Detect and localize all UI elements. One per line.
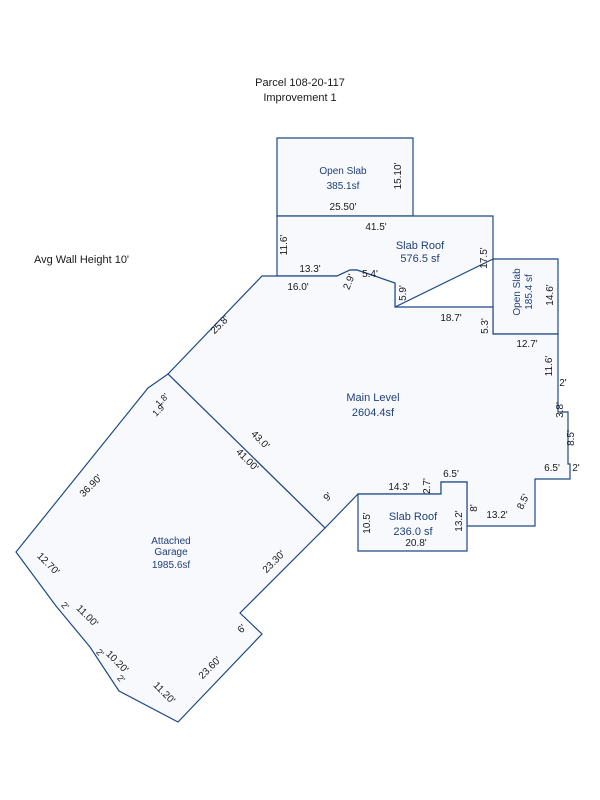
dim-label: 13.3' bbox=[299, 264, 320, 275]
dim-label: 8' bbox=[469, 504, 480, 512]
slab-roof-top-name: Slab Roof bbox=[396, 240, 445, 252]
slab-roof-top-size: 576.5 sf bbox=[400, 253, 440, 265]
dim-label: 15.10' bbox=[393, 162, 404, 189]
main-level-size: 2604.4sf bbox=[352, 407, 395, 419]
dim-label: 3.8' bbox=[555, 402, 566, 418]
dim-label: 2.7' bbox=[422, 478, 433, 494]
garage-shape bbox=[15, 373, 326, 723]
garage-size: 1985.6sf bbox=[152, 560, 191, 571]
dim-label: 25.50' bbox=[330, 202, 357, 213]
dim-label: 11.6' bbox=[279, 235, 290, 256]
open-slab-top-name: Open Slab bbox=[319, 166, 367, 177]
dim-label: 14.6' bbox=[545, 284, 556, 305]
parcel-title: Parcel 108-20-117 bbox=[255, 77, 345, 89]
improvement-title: Improvement 1 bbox=[263, 92, 337, 104]
dim-label: 5.4' bbox=[362, 269, 378, 280]
dim-label: 6.5' bbox=[443, 469, 459, 480]
slab-roof-bottom-name: Slab Roof bbox=[389, 511, 438, 523]
dim-label: 5.9' bbox=[398, 285, 409, 301]
garage-name-line1: Attached bbox=[151, 536, 190, 547]
dim-label: 5.3' bbox=[480, 318, 491, 334]
slab-roof-bottom-shape bbox=[357, 481, 468, 552]
open-slab-top-size: 385.1sf bbox=[327, 181, 360, 192]
dim-label: 41.5' bbox=[365, 222, 386, 233]
open-slab-right-name: Open Slab bbox=[512, 268, 523, 316]
dim-label: 11.6' bbox=[544, 356, 555, 377]
dim-label: 20.8' bbox=[405, 538, 426, 549]
slab-roof-bottom-size: 236.0 sf bbox=[393, 526, 433, 538]
dim-label: 10.5' bbox=[362, 512, 373, 533]
dim-label: 16.0' bbox=[287, 282, 308, 293]
garage-name-line2: Garage bbox=[154, 547, 188, 558]
avg-wall-height-note: Avg Wall Height 10' bbox=[34, 254, 130, 266]
dim-label: 17.5' bbox=[479, 247, 490, 268]
dim-label: 18.7' bbox=[440, 313, 461, 324]
dim-label: 14.3' bbox=[388, 482, 409, 493]
dim-label: 13.2' bbox=[454, 510, 465, 531]
dim-label: 13.2' bbox=[486, 510, 507, 521]
main-level-name: Main Level bbox=[346, 392, 399, 404]
dim-label: 6.5' bbox=[544, 463, 560, 474]
dim-label: 2' bbox=[559, 378, 567, 389]
open-slab-right-size: 185.4 sf bbox=[524, 274, 535, 310]
dim-label: 8.5' bbox=[566, 430, 577, 446]
dim-label: 12.7' bbox=[516, 339, 537, 350]
dim-label: 2' bbox=[572, 463, 580, 474]
